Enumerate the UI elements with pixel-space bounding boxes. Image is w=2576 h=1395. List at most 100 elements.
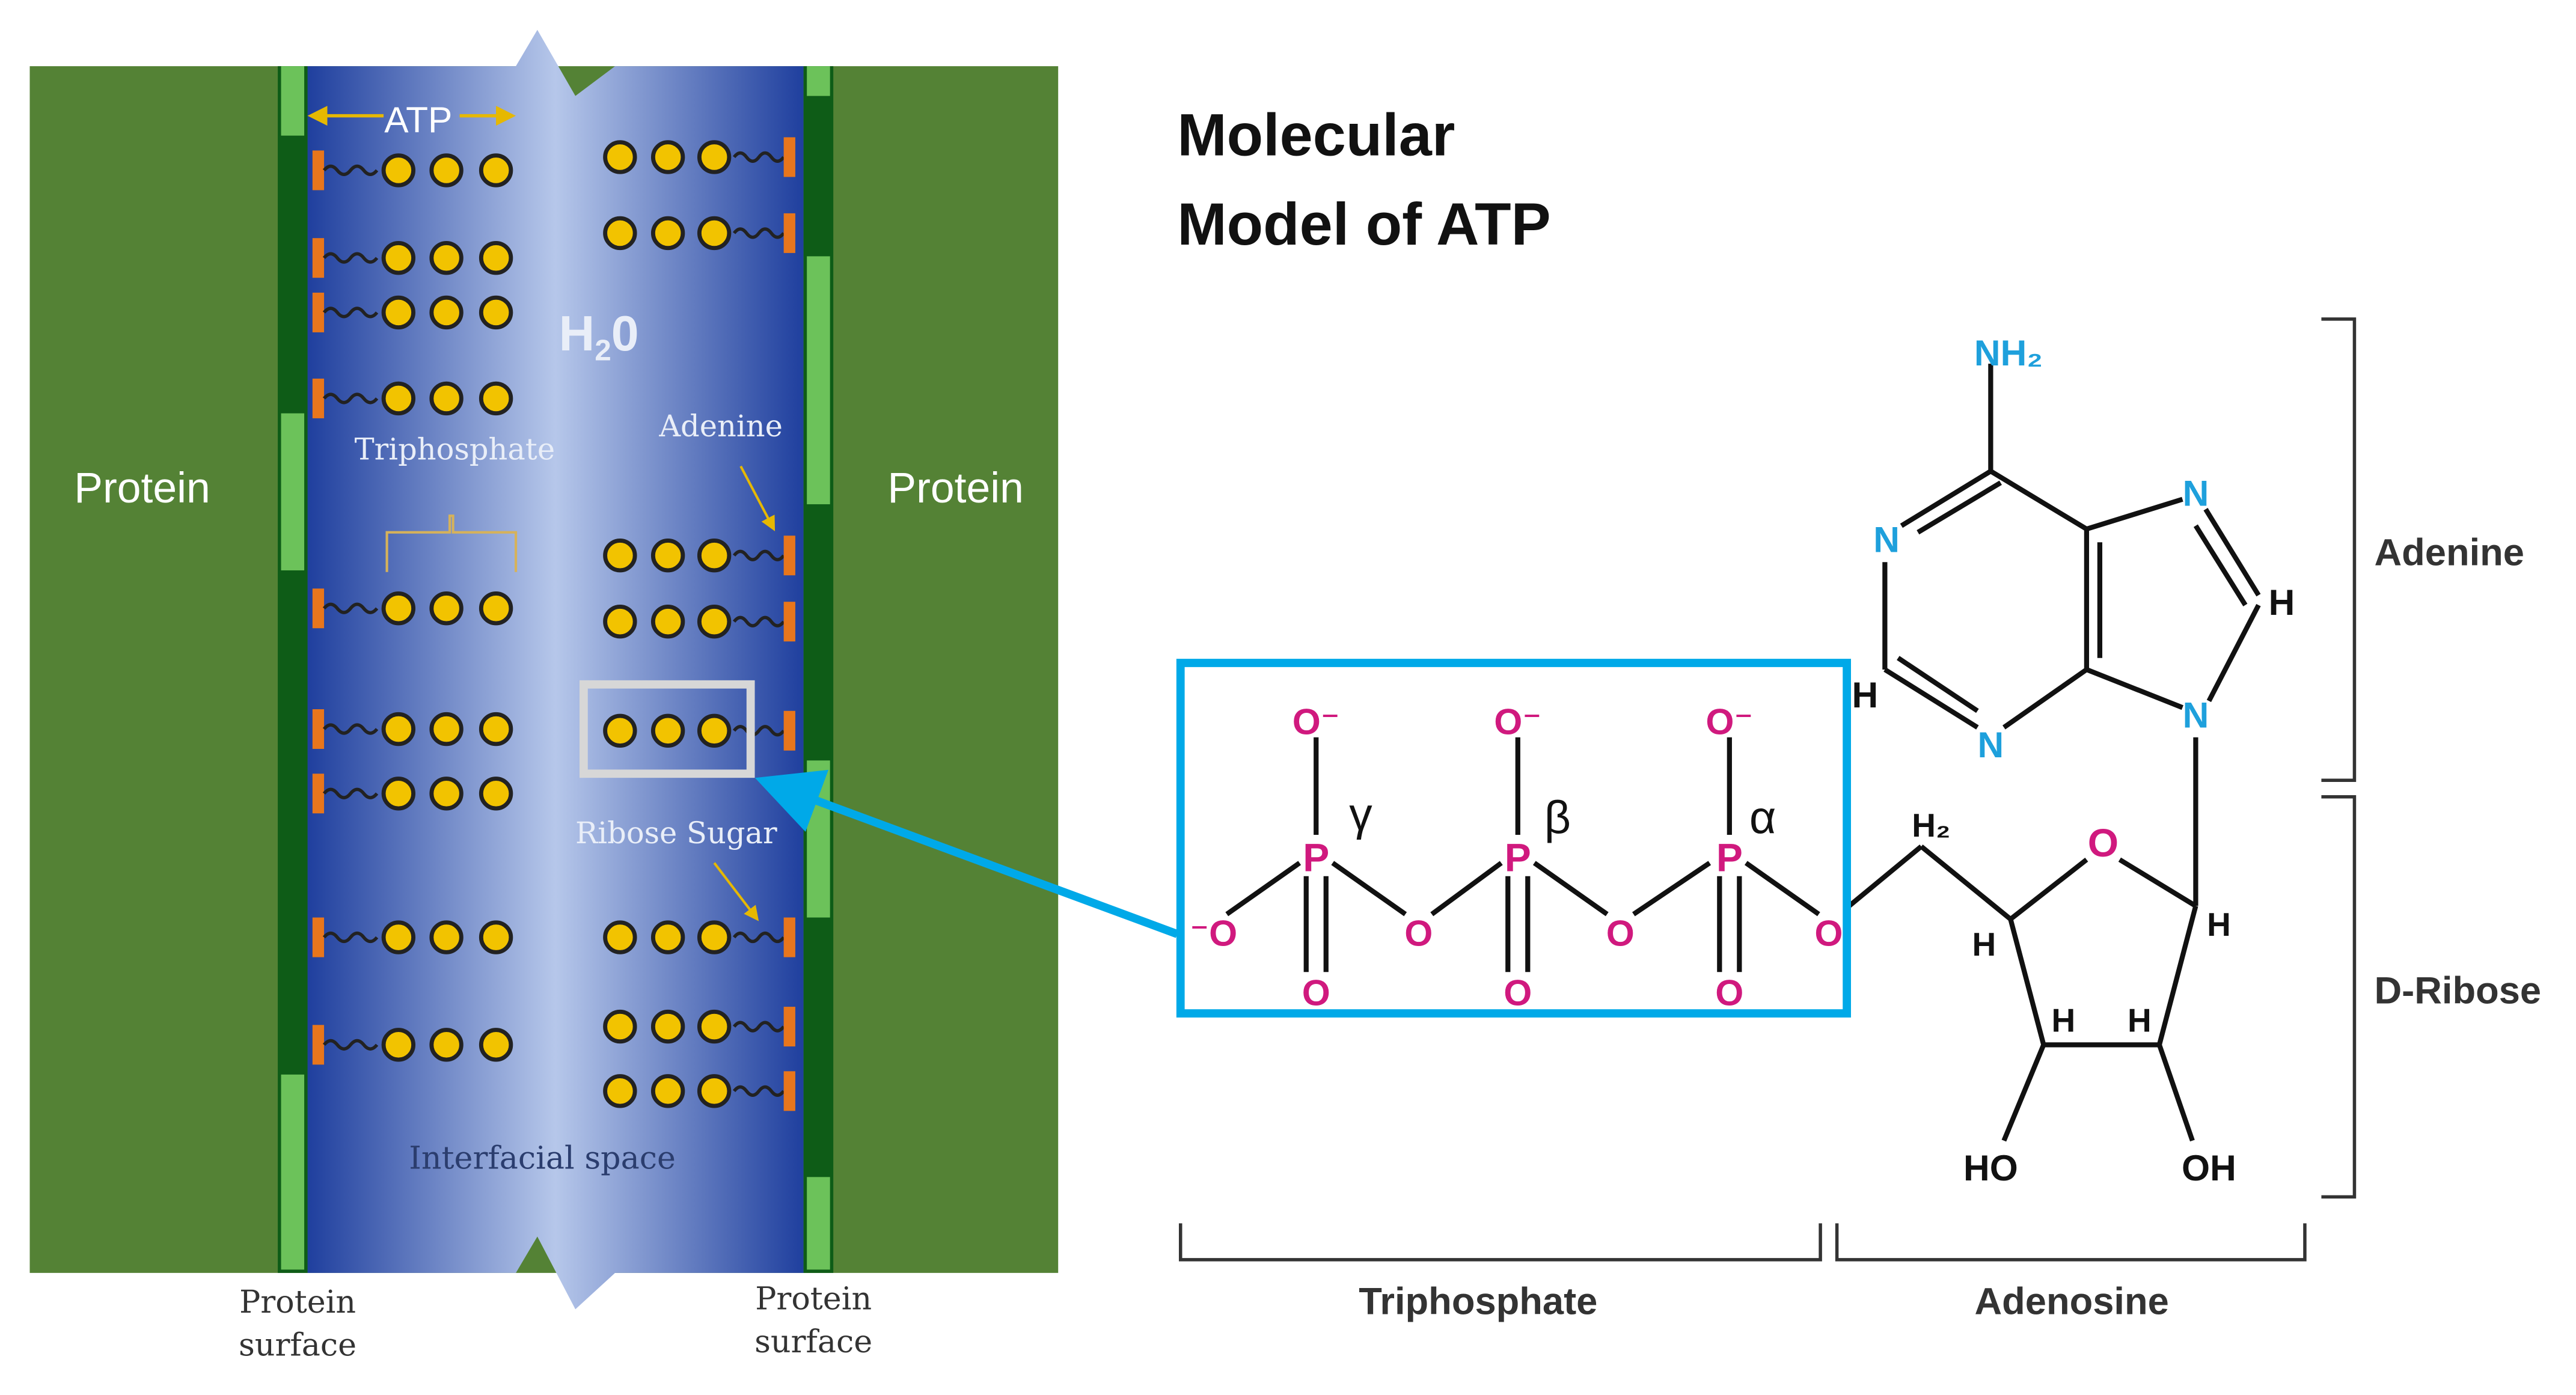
- phosphate-ball: [479, 920, 513, 954]
- ribose-label: Ribose Sugar: [575, 816, 777, 850]
- d-ribose-bracket: [2321, 795, 2357, 1199]
- adenine-bracket: [2321, 317, 2357, 783]
- adenine-anchor: [783, 536, 795, 576]
- protein-surface-left: [278, 66, 308, 1273]
- adenine-anchor: [783, 1071, 795, 1111]
- ribose-pointer: [713, 862, 759, 921]
- ribose-link: [322, 252, 379, 264]
- n9-atom: N: [2183, 694, 2209, 735]
- zoom-arrow: [754, 769, 1179, 938]
- h1-atom: H: [2207, 906, 2231, 943]
- ribose-link: [322, 392, 379, 404]
- gamma-double-o: O: [1302, 972, 1330, 1013]
- phosphate-ball: [697, 216, 732, 251]
- terminal-oxygen: ⁻O: [1190, 912, 1237, 953]
- alpha-phosphorus: P: [1716, 835, 1743, 880]
- ch2-label: H₂: [1912, 807, 1950, 844]
- h8-atom: H: [2269, 582, 2295, 623]
- ribose-link: [732, 931, 785, 944]
- phosphate-ball: [697, 539, 732, 573]
- phosphate-ball: [429, 240, 463, 275]
- d-ribose-bracket-label: D-Ribose: [2374, 970, 2541, 1012]
- adenine-anchor: [312, 588, 325, 629]
- triphosphate-bracket: [1178, 1223, 1822, 1262]
- phosphate-ball: [650, 216, 685, 251]
- adenosine-bracket: [1835, 1223, 2307, 1262]
- phosphate-ball: [429, 777, 463, 811]
- phosphate-bonds: [1225, 737, 1820, 972]
- water-channel: [307, 29, 804, 1310]
- bridge-oxygen-1: O: [1404, 912, 1433, 953]
- ribose-link: [732, 725, 785, 737]
- phosphate-ball: [479, 591, 513, 626]
- title-line-1: Molecular: [1177, 102, 1455, 168]
- phosphate-ball: [429, 381, 463, 416]
- ring-oxygen: O: [2088, 820, 2119, 865]
- phosphate-ball: [650, 605, 685, 639]
- oh-left: HO: [1963, 1147, 2018, 1188]
- h4-atom: H: [1972, 926, 1996, 963]
- adenine-atoms: NH₂ N N N N H H: [1852, 332, 2295, 765]
- phosphate-ball: [650, 539, 685, 573]
- phosphate-ball: [429, 712, 463, 746]
- adenine-bracket-label: Adenine: [2374, 532, 2524, 574]
- protein-surface-right: [803, 66, 834, 1273]
- phosphate-ball: [603, 539, 637, 573]
- phosphate-ball: [429, 1028, 463, 1062]
- phosphate-ball: [479, 777, 513, 811]
- triphosphate-brace: [385, 514, 518, 572]
- surface-label-right-2: surface: [754, 1324, 872, 1360]
- phosphate-ball: [479, 295, 513, 330]
- triphosphate-highlight: [1176, 659, 1851, 1018]
- adenine-anchor: [783, 917, 795, 957]
- beta-double-o: O: [1504, 972, 1532, 1013]
- ribose-atoms: H₂ O H H H H HO OH: [1912, 807, 2236, 1188]
- phosphate-ball: [697, 605, 732, 639]
- ribose-link: [732, 549, 785, 561]
- atp-structure: [1225, 364, 2261, 1142]
- phosphate-ball: [429, 920, 463, 954]
- adenine-bonds: [1882, 364, 2261, 906]
- phosphate-ball: [650, 713, 685, 748]
- h3-atom: H: [2052, 1001, 2076, 1039]
- surface-label-left-2: surface: [239, 1327, 356, 1363]
- phosphate-ball: [603, 216, 637, 251]
- ribose-link: [732, 151, 785, 163]
- h2-ribose-atom: H: [2128, 1001, 2152, 1039]
- ribose-link: [322, 1039, 379, 1051]
- water-label: H20: [559, 306, 639, 367]
- alpha-o-minus: O⁻: [1706, 701, 1753, 742]
- phosphate-ball: [603, 920, 637, 954]
- phosphate-ball: [650, 140, 685, 174]
- alpha-double-o: O: [1715, 972, 1743, 1013]
- phosphate-ball: [381, 240, 416, 275]
- adenine-anchor: [312, 917, 325, 957]
- ribose-link: [322, 723, 379, 735]
- atp-molecules: [312, 137, 795, 1111]
- protein-channel-diagram: Protein Protein ATP H20 Triphosphate Ade…: [29, 29, 1059, 1363]
- beta-o-minus: O⁻: [1494, 701, 1541, 742]
- oh-right: OH: [2182, 1147, 2236, 1188]
- phosphate-ball: [479, 240, 513, 275]
- phosphate-ball: [479, 381, 513, 416]
- phosphate-atoms: O⁻ O⁻ O⁻ P P P O O O ⁻O O O O: [1190, 701, 1843, 1013]
- adenine-anchor: [783, 602, 795, 642]
- ribose-link: [322, 931, 379, 944]
- phosphate-ball: [603, 605, 637, 639]
- zoom-box: [579, 680, 755, 778]
- atp-label: ATP: [384, 99, 452, 140]
- phosphate-ball: [697, 140, 732, 174]
- phosphate-ball: [381, 712, 416, 746]
- phosphate-ball: [697, 920, 732, 954]
- ribose-link: [322, 164, 379, 176]
- adenine-anchor: [312, 150, 325, 191]
- ribose-link: [322, 787, 379, 799]
- ribose-link: [322, 602, 379, 614]
- beta-label: β: [1544, 792, 1571, 843]
- phosphate-ball: [381, 381, 416, 416]
- adenine-anchor: [783, 213, 795, 253]
- triphosphate-label-left: Triphosphate: [355, 432, 555, 467]
- adenine-anchor: [783, 710, 795, 751]
- phosphate-ball: [429, 295, 463, 330]
- n7-atom: N: [2183, 473, 2209, 514]
